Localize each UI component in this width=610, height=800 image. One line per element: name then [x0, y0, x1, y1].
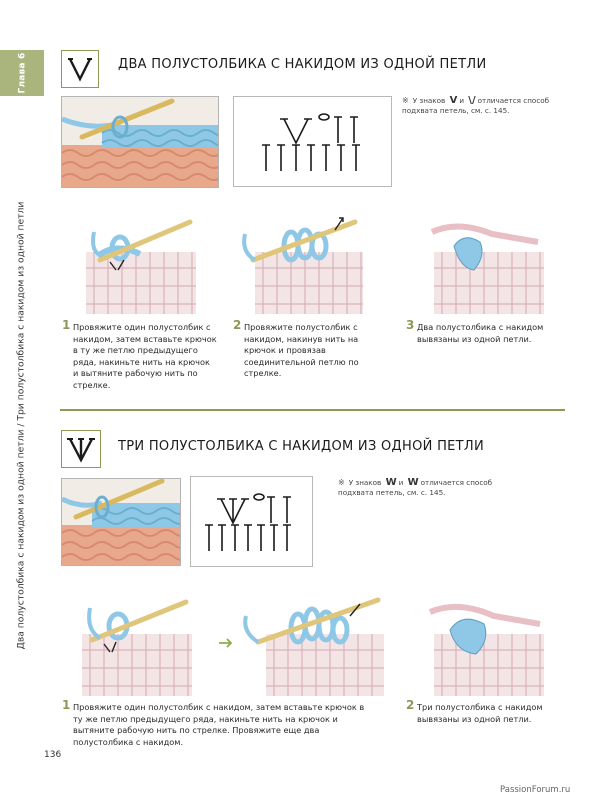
section1-chart-diagram	[233, 96, 392, 187]
section2-step1a-illustration	[76, 594, 196, 699]
note-mark-icon: ※	[338, 478, 345, 487]
step-number: 1	[62, 320, 70, 332]
section2-step1b-illustration	[238, 590, 388, 700]
step-number: 1	[62, 700, 70, 712]
section2-step1: 1 Провяжите один полустолбик с накидом, …	[62, 702, 372, 748]
sym-w-alt-icon: W	[408, 477, 419, 488]
step-text: Провяжите один полустолбик с накидом, за…	[62, 702, 372, 748]
section2-photo	[61, 478, 181, 566]
section1-photo	[61, 96, 219, 188]
sym-v-alt-icon: \/	[468, 95, 475, 106]
step-text: Провяжите один полустолбик с накидом, за…	[62, 322, 217, 391]
sym-v-icon: V	[450, 95, 458, 106]
note-prefix: У знаков	[413, 96, 446, 105]
section2-step2: 2 Три полустолбика с накидом вывязаны из…	[406, 702, 566, 725]
note-mark-icon: ※	[402, 96, 409, 105]
step-text: Два полустолбика с накидом вывязаны из о…	[406, 322, 566, 345]
section1-step3: 3 Два полустолбика с накидом вывязаны из…	[406, 322, 566, 345]
running-title-text: Два полустолбика с накидом из одной петл…	[16, 201, 27, 649]
section1-step1: 1 Провяжите один полустолбик с накидом, …	[62, 322, 217, 391]
running-title: Два полустолбика с накидом из одной петл…	[9, 110, 33, 740]
step-number: 3	[406, 320, 414, 332]
dc3-symbol-icon	[66, 435, 96, 463]
note-and: и	[399, 478, 404, 487]
chapter-tab: Глава 6	[0, 50, 44, 96]
note-and: и	[459, 96, 464, 105]
section1-step3-illustration	[428, 212, 548, 317]
section1-step2: 2 Провяжите полустолбик с накидом, накин…	[233, 322, 383, 380]
step-number: 2	[233, 320, 241, 332]
dc2-symbol-icon	[66, 55, 94, 83]
section1-title: Два полустолбика с накидом из одной петл…	[118, 57, 486, 72]
page-number: 136	[44, 750, 61, 760]
section-divider	[60, 409, 565, 411]
step-number: 2	[406, 700, 414, 712]
section1-symbol-box	[61, 50, 99, 88]
section2-step2-illustration	[428, 594, 548, 699]
section2-title: Три полустолбика с накидом из одной петл…	[118, 439, 484, 454]
step-text: Провяжите полустолбик с накидом, накинув…	[233, 322, 383, 380]
section2-symbol-box	[61, 430, 101, 468]
section2-chart-diagram	[190, 476, 313, 567]
watermark: PassionForum.ru	[500, 785, 570, 795]
chapter-label: Глава 6	[17, 53, 27, 94]
step-text: Три полустолбика с накидом вывязаны из о…	[406, 702, 566, 725]
sym-w-icon: W	[386, 477, 397, 488]
note-prefix: У знаков	[349, 478, 382, 487]
next-arrow-icon	[218, 638, 234, 648]
section1-step2-illustration	[235, 212, 365, 317]
section1-step1-illustration	[80, 212, 200, 317]
